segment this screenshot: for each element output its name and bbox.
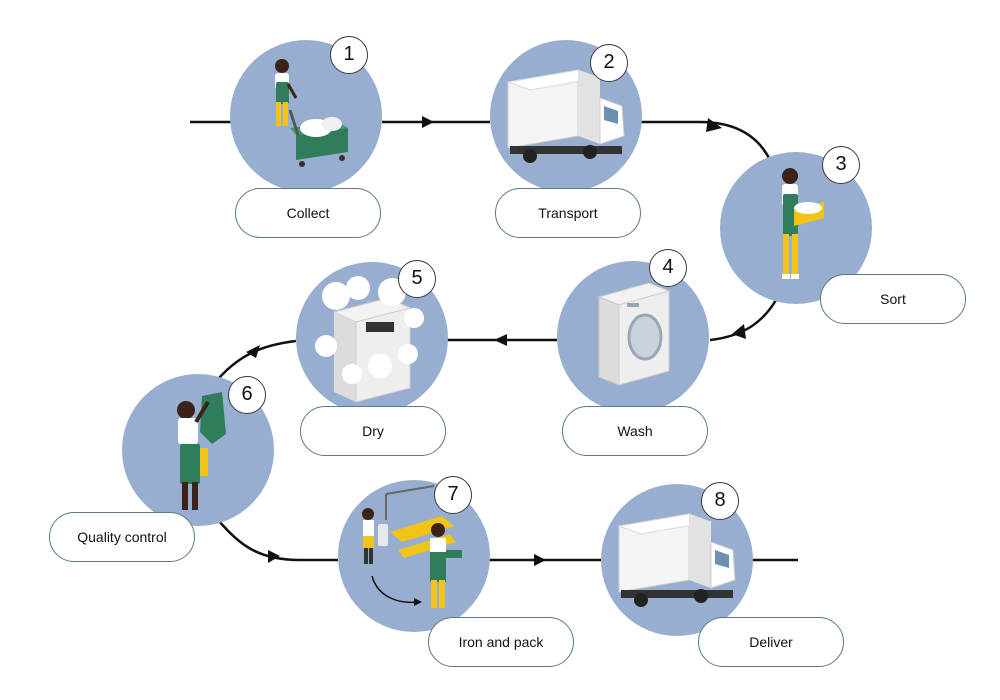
worker-pushing-laundry-cart-icon xyxy=(275,59,348,167)
step-label-deliver: Deliver xyxy=(698,617,844,667)
step-label-wash: Wash xyxy=(562,406,708,456)
step-5: 5 xyxy=(296,260,448,414)
flow-arrow xyxy=(494,334,507,346)
step-number: 4 xyxy=(649,249,687,287)
flow-arrow xyxy=(268,550,280,563)
step-8: 8 xyxy=(601,482,753,636)
step-label-quality-control: Quality control xyxy=(49,512,195,562)
step-2: 2 xyxy=(490,40,642,192)
flow-arrow xyxy=(246,345,260,358)
delivery-truck-icon xyxy=(617,513,736,607)
flow-arrow xyxy=(706,118,722,132)
step-number: 3 xyxy=(822,146,860,184)
worker-inspecting-garment-icon xyxy=(177,392,226,510)
ironing-station-icon xyxy=(362,485,462,608)
step-7: 7 xyxy=(338,476,490,632)
flow-arrow xyxy=(422,116,434,128)
step-number: 7 xyxy=(434,476,472,514)
steaming-dryer-icon xyxy=(315,276,424,403)
step-circle xyxy=(557,261,709,413)
flow-arrow xyxy=(534,554,546,566)
flow-arrow xyxy=(732,324,746,339)
step-number: 6 xyxy=(228,376,266,414)
step-label-collect: Collect xyxy=(235,188,381,238)
step-label-transport: Transport xyxy=(495,188,641,238)
step-1: 1 xyxy=(230,36,382,192)
washing-machine-icon xyxy=(597,282,671,386)
step-6: 6 xyxy=(122,374,274,526)
step-label-sort: Sort xyxy=(820,274,966,324)
step-number: 8 xyxy=(701,482,739,520)
step-number: 5 xyxy=(398,260,436,298)
worker-holding-basket-icon xyxy=(782,168,824,279)
step-label-iron-and-pack: Iron and pack xyxy=(428,617,574,667)
step-number: 2 xyxy=(590,44,628,82)
step-4: 4 xyxy=(557,249,709,413)
step-label-dry: Dry xyxy=(300,406,446,456)
step-number: 1 xyxy=(330,36,368,74)
